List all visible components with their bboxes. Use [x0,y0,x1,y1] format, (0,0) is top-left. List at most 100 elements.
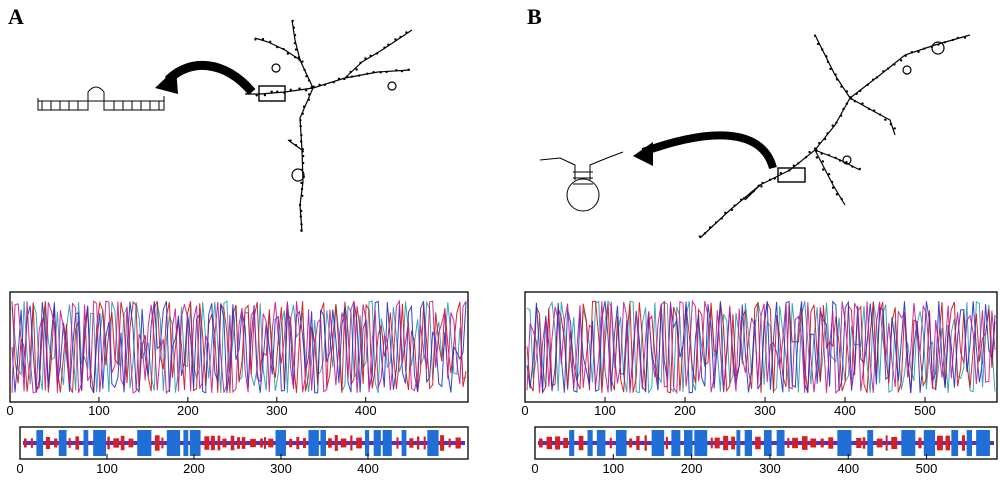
nucleotide-dot [937,43,940,46]
nucleotide-dot [300,181,303,185]
nucleotide-dot [255,94,258,97]
nucleotide-dot [761,181,764,185]
nucleotide-dot [827,153,831,157]
nucleotide-dot [826,60,830,63]
nucleotide-dot [310,85,314,89]
bar-red-block [45,436,51,450]
nucleotide-dot [845,161,848,164]
bar-red-block [792,437,798,449]
bar-blue-block [596,430,606,456]
nucleotide-dot [263,93,267,97]
bar-red-block [113,438,120,448]
nucleotide-dot [407,68,410,71]
nucleotide-dot [872,109,876,112]
nucleotide-dot [708,226,712,229]
nucleotide-dot [917,50,920,54]
nucleotide-dot [400,69,404,73]
bar-blue-block [183,430,189,456]
profile-tick-label: 200 [674,403,696,418]
profile-trace [11,299,467,395]
nucleotide-dot [254,38,257,41]
bar-red-block [210,435,215,451]
nucleotide-dot [293,41,297,45]
nucleotide-dot [385,70,388,74]
nucleotide-dot [821,160,825,163]
nucleotide-dot [797,162,800,165]
nucleotide-dot [294,55,297,59]
nucleotide-dot [399,35,402,39]
nucleotide-dot [875,76,879,79]
bar-red-block [302,438,306,448]
profile-trace [11,300,467,394]
bar-red-block [161,437,164,449]
nucleotide-dot [300,229,303,232]
bar-tick-label: 0 [531,461,538,476]
bar-blue-block [966,430,973,456]
nucleotide-dot [292,26,296,29]
bar-red-block [409,438,414,448]
nucleotide-dot [276,45,279,49]
nucleotide-dot [304,89,308,92]
bar-red-block [328,438,332,448]
bar-blue-block [58,430,67,456]
nucleotide-dot [816,42,820,46]
nucleotide-dot [275,90,279,93]
profile-trace [526,300,996,394]
bar-red-block [961,435,965,451]
nucleotide-dot [301,60,304,63]
nucleotide-dot [355,68,358,71]
bar-marks [538,430,994,456]
bar-blue-block [744,430,753,456]
profile-lines [11,299,467,395]
profile-tick-label: 400 [355,403,377,418]
nucleotide-dot [302,175,305,179]
bar-tick-label: 500 [916,461,938,476]
nucleotide-dot [298,87,301,90]
bar-red-block [128,438,134,448]
nucleotide-dot [861,102,864,105]
nucleotide-dot [826,132,829,135]
bar-red-block [609,437,612,449]
bar-blue-block [923,430,936,456]
bar-red-block [665,436,668,450]
nucleotide-dot [750,191,753,195]
bar-blue-block [382,430,392,456]
bar-red-block [334,435,338,451]
nucleotide-dot [742,197,746,200]
bar-tick-label: 100 [602,461,624,476]
nucleotide-dot [748,193,751,196]
bar-red-block [891,436,898,450]
profile-tick-label: 300 [266,403,288,418]
nucleotide-dot [739,198,743,201]
bar-red-block [455,437,461,449]
bar-red-block [154,435,160,451]
nucleotide-dot [724,211,727,214]
nucleotide-dot [286,52,290,55]
bar-tick-label: 300 [759,461,781,476]
bar-red-block [268,438,274,448]
nucleotide-dot [301,112,304,115]
nucleotide-dot [889,122,893,126]
profile-tick-label: 0 [6,403,13,418]
bar-red-block [723,435,729,451]
nucleotide-dot [343,77,346,81]
bar-red-block [107,436,110,450]
nucleotide-dot [305,74,308,78]
nucleotide-dot [379,71,382,74]
nucleotide-dot [269,40,272,44]
nucleotide-dot [956,36,960,40]
hairpin-ladder [41,101,160,110]
nucleotide-dot [752,190,755,193]
nucleotide-dot [303,68,306,72]
bar-red-block [876,438,883,448]
bar-blue-block [976,430,990,456]
nucleotide-dot [849,97,853,100]
bar-tick-label: 300 [270,461,292,476]
nucleotide-dot [923,47,926,50]
nucleotide-dot [300,134,303,137]
nucleotide-dot [840,197,843,201]
